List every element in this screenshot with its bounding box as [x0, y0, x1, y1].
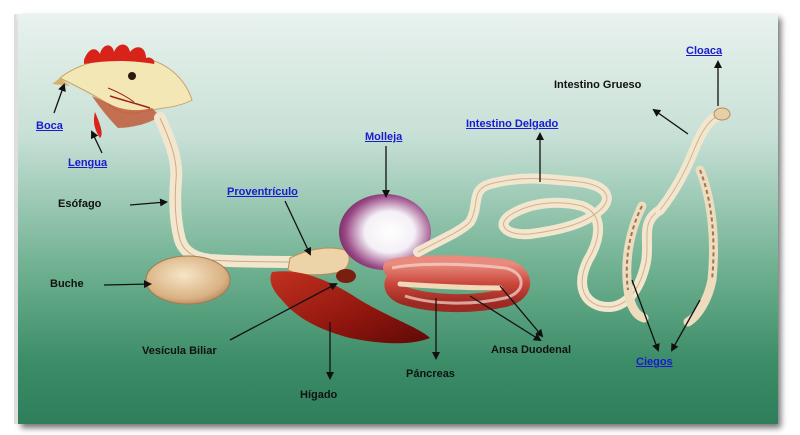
label-cloaca[interactable]: Cloaca: [686, 45, 723, 57]
liver: [270, 271, 430, 344]
label-proventriculo[interactable]: Proventrículo: [227, 186, 298, 198]
label-ciegos[interactable]: Ciegos: [636, 356, 673, 368]
label-boca[interactable]: Boca: [36, 120, 63, 132]
arrow-proventriculo: [284, 200, 312, 256]
label-vesicula-biliar: Vesícula Biliar: [142, 345, 217, 357]
arrow-ciegos-2: [671, 299, 701, 352]
crop: [145, 255, 231, 305]
pancreas: [397, 281, 503, 291]
arrow-lengua: [90, 130, 103, 154]
wattle: [93, 112, 102, 138]
arrow-esofago: [129, 198, 168, 207]
label-esofago: Esófago: [58, 198, 102, 210]
arrow-boca: [53, 83, 66, 114]
panel-shadow: [14, 14, 20, 424]
label-lengua[interactable]: Lengua: [68, 157, 108, 169]
comb: [84, 44, 155, 64]
label-intestino-delgado[interactable]: Intestino Delgado: [466, 118, 559, 130]
label-higado: Hígado: [300, 389, 338, 401]
arrow-ansa-1: [469, 295, 542, 342]
gall-bladder: [336, 269, 356, 283]
large-intestine: [655, 109, 727, 215]
arrow-buche: [103, 280, 152, 289]
label-pancreas: Páncreas: [406, 368, 455, 380]
arrow-ansa-2: [499, 285, 544, 338]
label-buche: Buche: [50, 278, 84, 290]
gizzard: [339, 194, 431, 270]
label-molleja[interactable]: Molleja: [365, 131, 403, 143]
cloaca: [713, 107, 731, 121]
label-ansa-duodenal: Ansa Duodenal: [491, 344, 572, 356]
arrow-vesicula: [229, 283, 338, 341]
chicken-head: [52, 44, 193, 138]
label-intestino-grueso: Intestino Grueso: [554, 79, 642, 91]
ceca-right: [683, 165, 718, 327]
arrow-ciegos-1: [631, 279, 660, 352]
arrow-intestino-grueso: [652, 108, 689, 135]
